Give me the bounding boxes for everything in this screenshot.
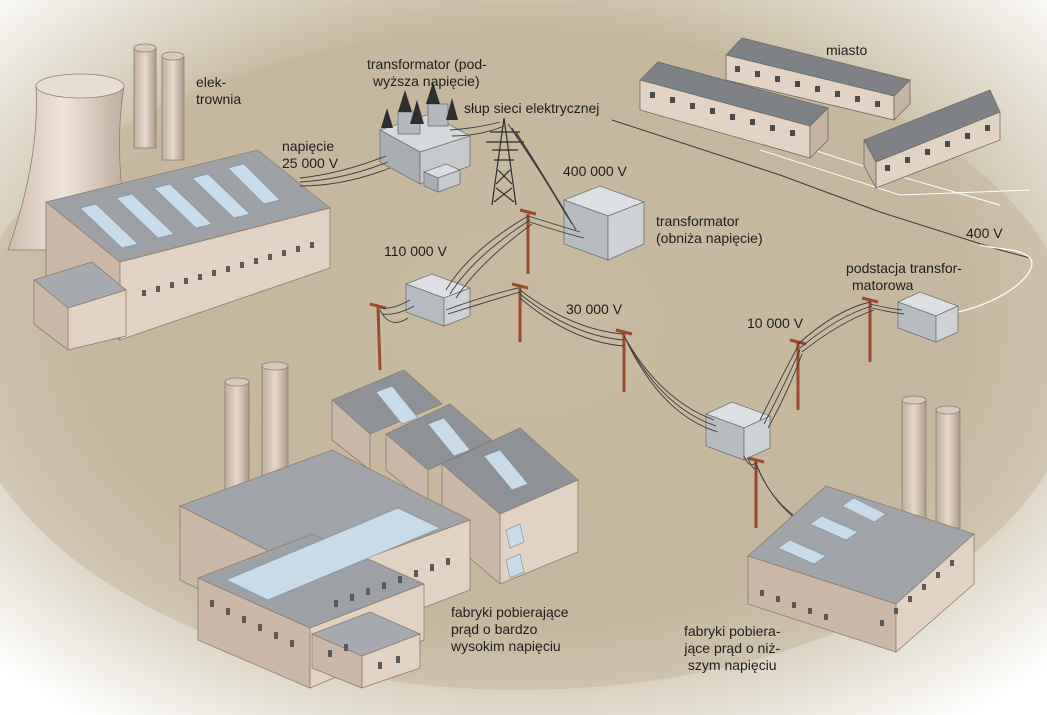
label-step-up-transformer: transformator (pod- wyższa napięcie) xyxy=(367,56,487,90)
city-windows xyxy=(650,66,990,171)
label-city: miasto xyxy=(826,42,868,58)
pylon xyxy=(486,117,524,206)
step-up-transformer xyxy=(378,103,472,193)
factory-low-windows xyxy=(760,560,954,626)
label-substation-line2: matorowa xyxy=(852,277,914,293)
substation xyxy=(896,291,960,343)
label-factories-low-line3: szym napięciu xyxy=(687,657,777,673)
label-factories-high-line1: fabryki pobierające xyxy=(451,604,569,620)
transformer-110kv xyxy=(404,273,472,327)
label-voltage-25000-line2: 25 000 V xyxy=(282,155,339,171)
label-pylon: słup sieci elektrycznej xyxy=(464,100,600,116)
factory-low-skylights xyxy=(777,497,887,565)
label-step-down-transformer-line2: (obniża napięcie) xyxy=(656,230,763,246)
label-voltage-110000: 110 000 V xyxy=(384,243,447,259)
label-substation: podstacja transfor- matorowa xyxy=(846,260,962,294)
city xyxy=(611,37,1031,259)
label-step-up-transformer-line1: transformator (pod- xyxy=(367,56,487,72)
transformer-10kv xyxy=(704,401,772,461)
step-down-transformer xyxy=(562,185,646,261)
label-factories-high-line2: prąd o bardzo xyxy=(451,621,538,637)
label-factories-low-line1: fabryki pobiera- xyxy=(684,623,781,639)
poles xyxy=(369,208,879,528)
power-plant-skylights xyxy=(79,163,281,249)
power-plant-windows xyxy=(142,242,314,296)
label-factories-high-line3: wysokim napięciu xyxy=(451,638,561,654)
label-power-plant-line2: trownia xyxy=(196,91,242,107)
insulators xyxy=(381,82,458,128)
label-voltage-25000-line1: napięcie xyxy=(282,138,335,154)
label-factories-high: fabryki pobierające prąd o bardzo wysoki… xyxy=(451,604,569,655)
label-voltage-10000: 10 000 V xyxy=(747,315,804,331)
label-substation-line1: podstacja transfor- xyxy=(846,260,962,276)
label-step-down-transformer-line1: transformator xyxy=(656,213,740,229)
label-voltage-400000: 400 000 V xyxy=(563,163,627,179)
label-factories-low-line2: jące prąd o niż- xyxy=(684,640,781,656)
factory-low xyxy=(747,395,975,653)
factory-high-windows xyxy=(210,558,450,669)
label-step-up-transformer-line2: wyższa napięcie) xyxy=(373,73,480,89)
label-power-plant-line1: elek- xyxy=(196,74,227,90)
label-voltage-25000: napięcie 25 000 V xyxy=(282,138,338,172)
label-power-plant: elek- trownia xyxy=(196,74,241,108)
label-voltage-400: 400 V xyxy=(966,225,1003,241)
factory-high-skylights xyxy=(225,385,529,601)
label-voltage-30000: 30 000 V xyxy=(566,301,623,317)
label-step-down-transformer: transformator (obniża napięcie) xyxy=(656,213,763,247)
label-factories-low: fabryki pobiera- jące prąd o niż- szym n… xyxy=(684,623,781,674)
line-400v xyxy=(957,244,1033,313)
